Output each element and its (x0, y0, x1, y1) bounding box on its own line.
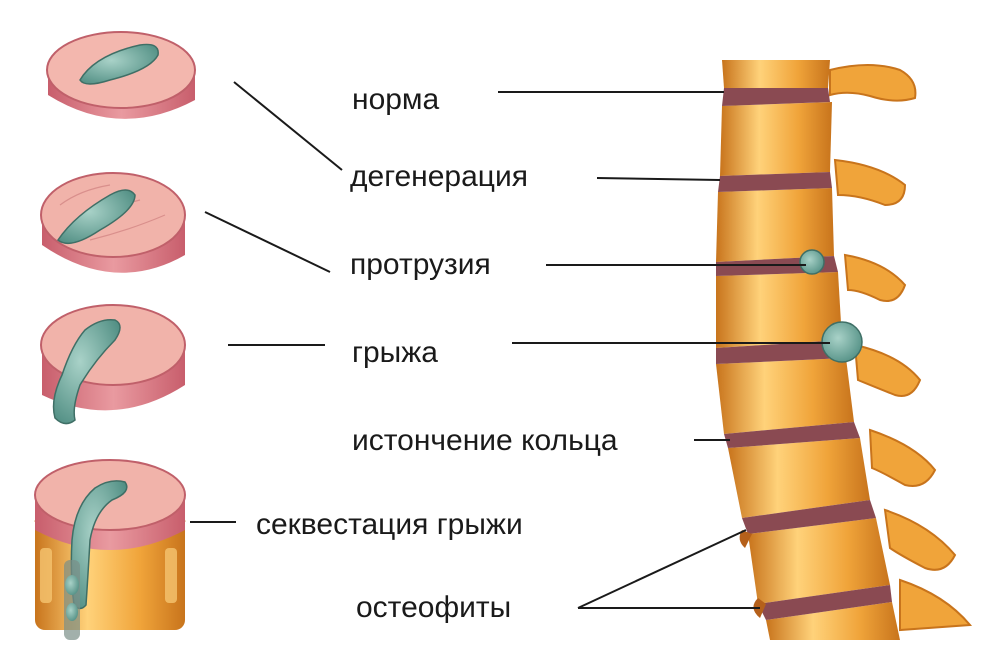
disc-degeneration (41, 173, 185, 273)
label-hernia: грыжа (352, 338, 438, 368)
disc-sequestration (35, 460, 185, 640)
label-osteophytes: остеофиты (356, 593, 511, 623)
label-sequestration: секвестация грыжи (256, 510, 523, 540)
label-ring-thinning: истончение кольца (352, 426, 618, 456)
disc-hernia (41, 305, 185, 424)
label-protrusion: протрузия (350, 250, 491, 280)
label-norma: норма (352, 85, 439, 115)
disc-normal (47, 32, 195, 119)
spine-column (716, 60, 970, 640)
line-osteophyte-1 (578, 530, 746, 608)
label-degeneration: дегенерация (350, 162, 528, 192)
line-degeneration (597, 178, 720, 180)
protrusion-bulge (800, 250, 824, 274)
line-disc1 (234, 82, 342, 170)
line-disc2 (205, 212, 330, 272)
